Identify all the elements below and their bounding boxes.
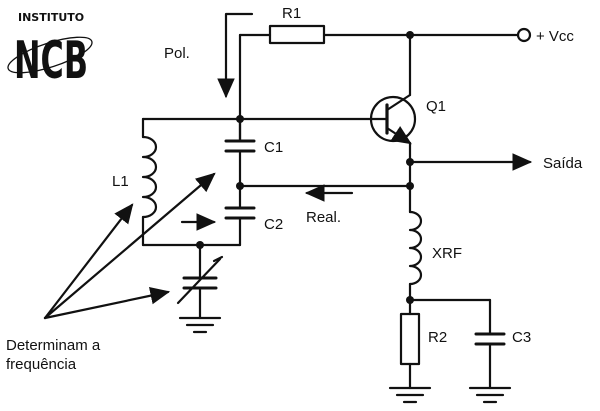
junction-dot <box>406 182 414 190</box>
label-pol: Pol. <box>164 45 190 62</box>
junction-dot <box>236 182 244 190</box>
label-c1: C1 <box>264 139 283 156</box>
label-vcc: + Vcc <box>536 28 574 45</box>
label-c2: C2 <box>264 216 283 233</box>
pol-arrow <box>217 12 254 99</box>
junction-dot <box>406 296 414 304</box>
junction-dot <box>196 241 204 249</box>
inductor-l1 <box>141 135 158 219</box>
label-r1: R1 <box>282 5 301 22</box>
label-xrf: XRF <box>432 245 462 262</box>
frequency-arrow-c1 <box>43 172 216 320</box>
inductor-xrf <box>408 210 423 286</box>
frequency-arrow-cv <box>43 287 171 320</box>
ncb-logo: INSTITUTO NCB <box>7 11 93 91</box>
q1-collector-lead <box>385 93 412 112</box>
q1-emitter-lead <box>385 126 412 145</box>
label-real: Real. <box>306 209 341 226</box>
label-c3: C3 <box>512 329 531 346</box>
junction-dot <box>236 115 244 123</box>
label-r2: R2 <box>428 329 447 346</box>
vcc-terminal <box>516 27 532 43</box>
label-q1: Q1 <box>426 98 446 115</box>
logo-main-text: NCB <box>14 31 88 91</box>
resistor-r2 <box>399 312 421 366</box>
junction-dot <box>406 31 414 39</box>
label-saida: Saída <box>543 155 583 172</box>
label-l1: L1 <box>112 173 129 190</box>
variable-capacitor-arrow-tip <box>212 255 224 263</box>
junction-dots <box>196 31 414 304</box>
label-determinam: Determinam a <box>6 337 101 354</box>
logo-top-text: INSTITUTO <box>18 11 84 24</box>
variable-capacitor-arrow <box>176 257 222 305</box>
frequency-arrow-l1 <box>43 203 134 320</box>
resistor-r1 <box>268 24 326 45</box>
logo-orbit <box>7 36 93 74</box>
label-frequencia: frequência <box>6 356 77 373</box>
junction-dot <box>406 158 414 166</box>
